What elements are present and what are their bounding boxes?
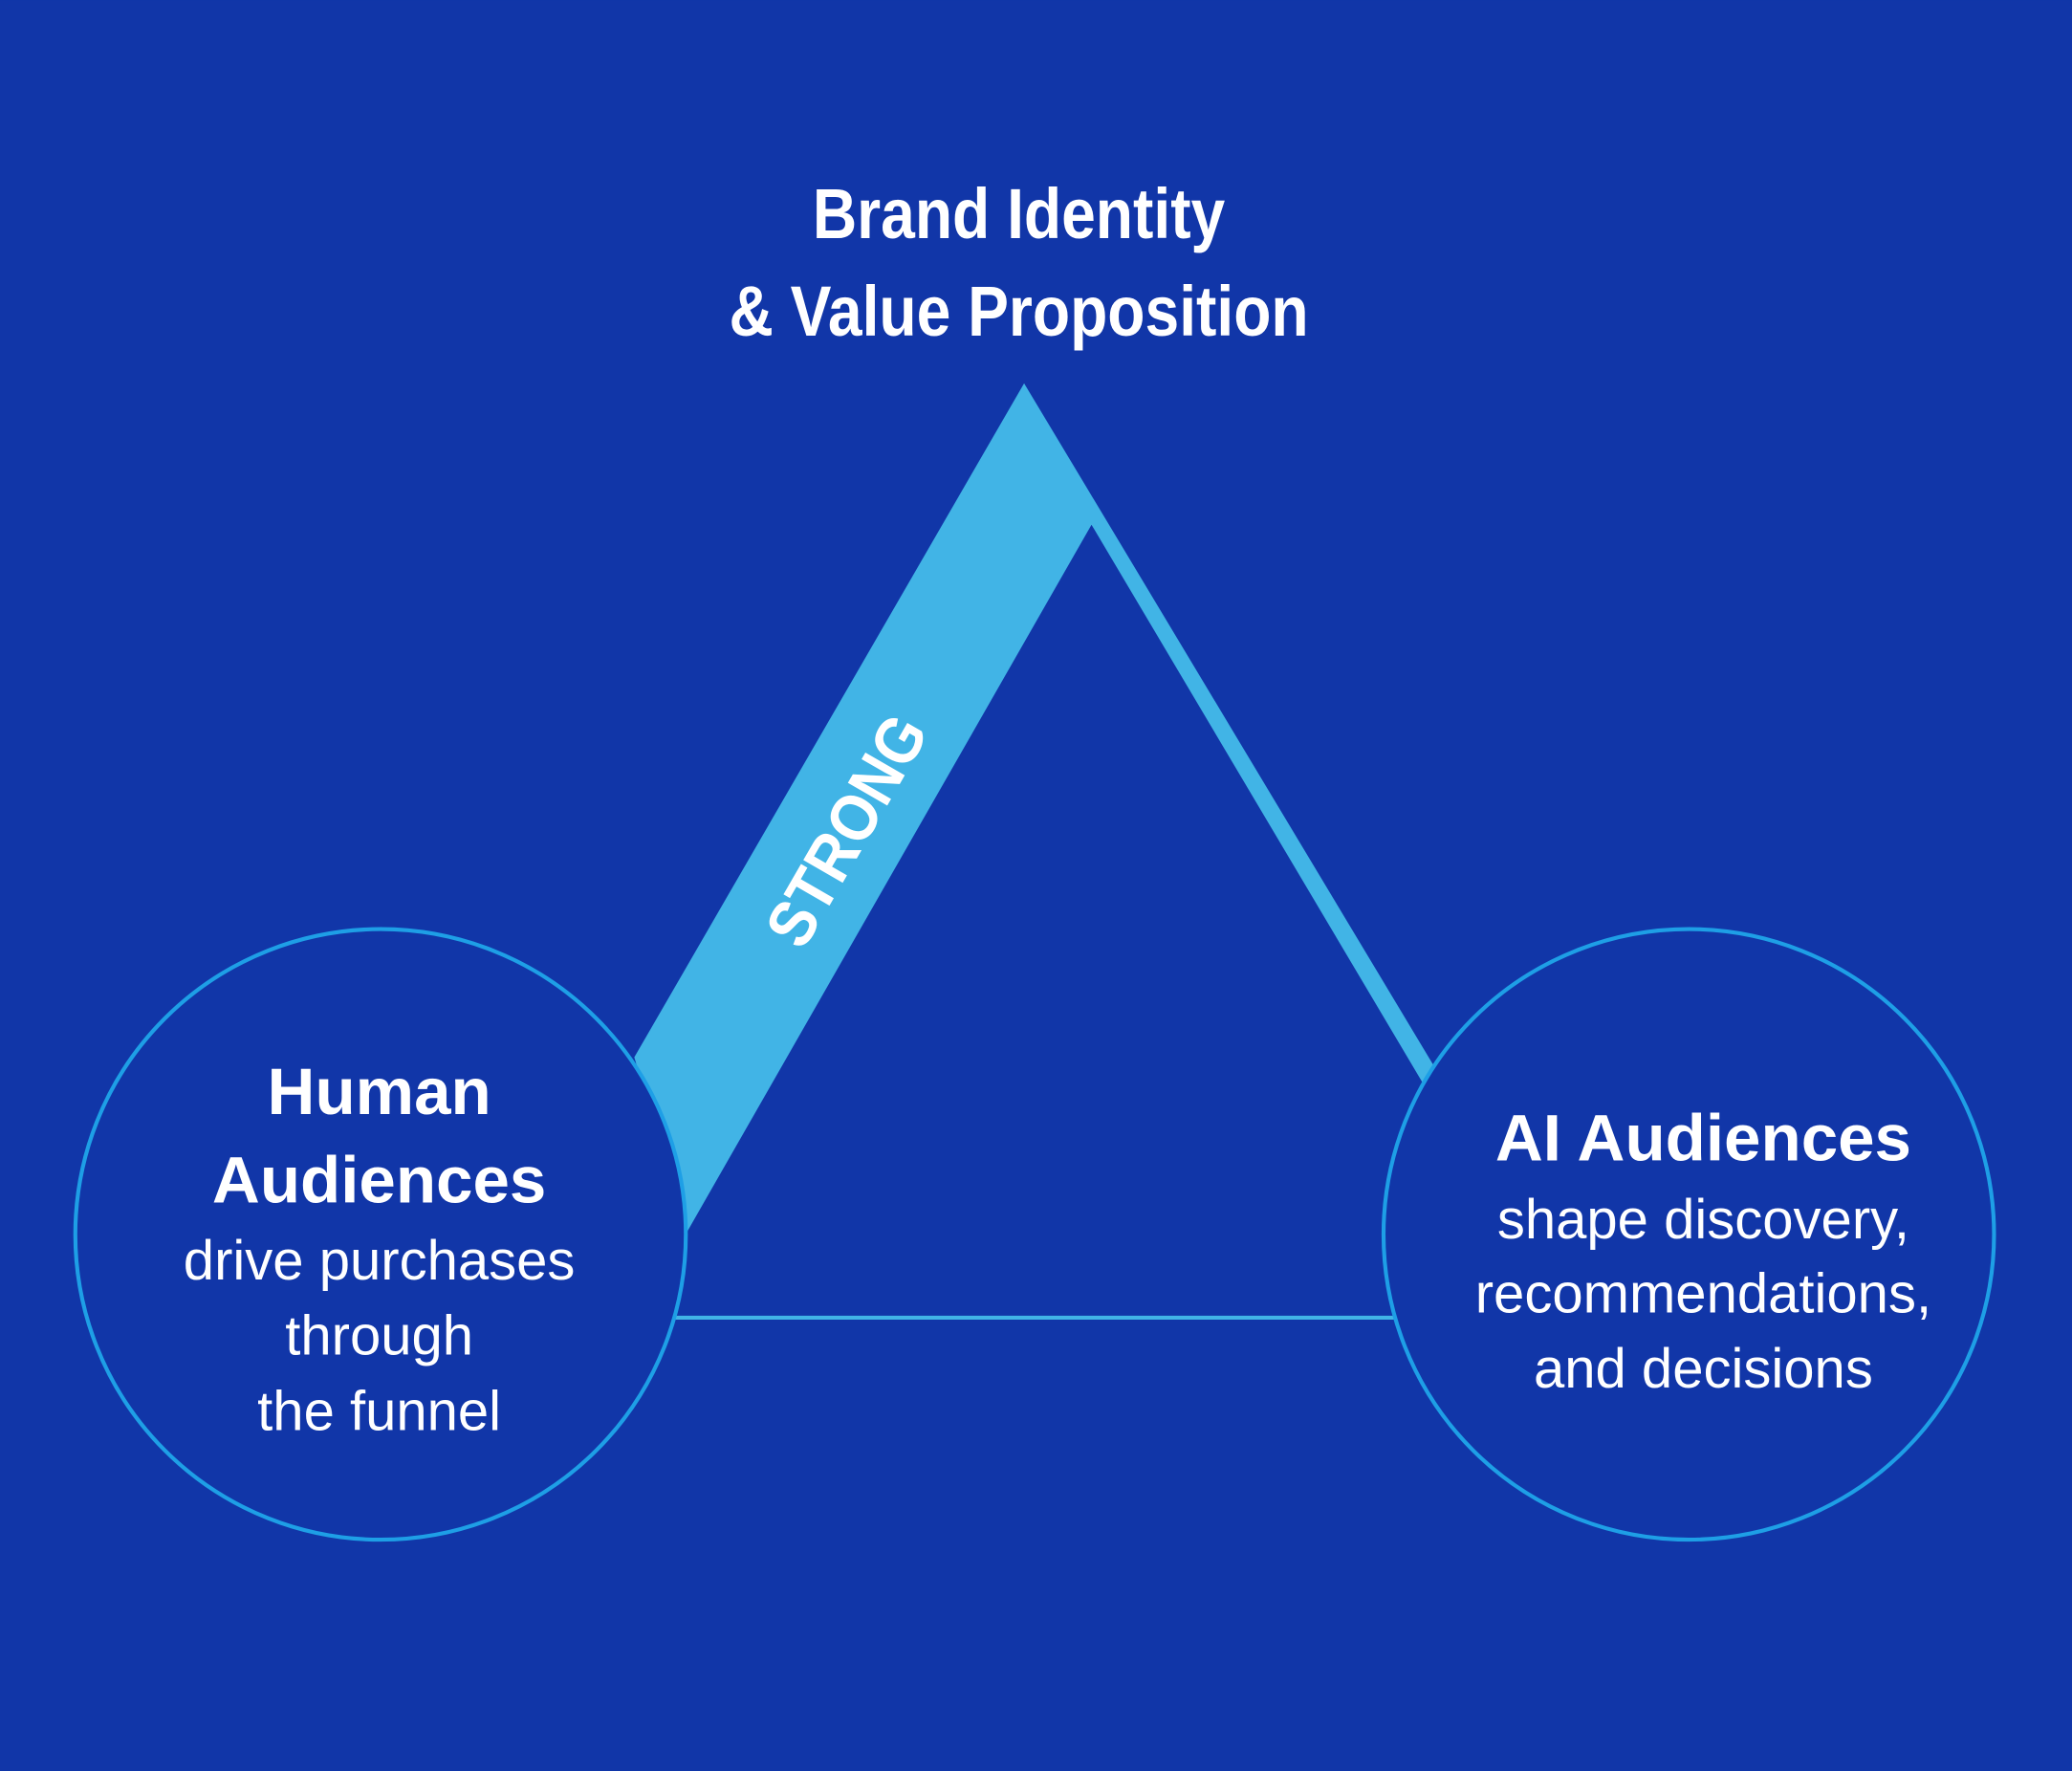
top-label-line1: Brand Identity — [813, 173, 1226, 253]
top-label-line2: & Value Proposition — [729, 272, 1308, 352]
ai-audiences-circle — [1381, 927, 1996, 1542]
human-body-line: through — [285, 1305, 473, 1367]
human-body-line: drive purchases — [184, 1230, 576, 1292]
ai-body-line: recommendations, — [1475, 1262, 1931, 1324]
human-body-line: the funnel — [257, 1380, 501, 1442]
human-head-line1: Human — [268, 1054, 491, 1128]
human-head-line2: Audiences — [212, 1143, 546, 1217]
ai-head: AI Audiences — [1495, 1100, 1911, 1174]
human-audiences-circle — [73, 927, 688, 1542]
strong-edge-band — [634, 383, 1435, 1233]
ai-body-line: and decisions — [1534, 1338, 1873, 1400]
ai-body-line: shape discovery, — [1497, 1189, 1909, 1251]
